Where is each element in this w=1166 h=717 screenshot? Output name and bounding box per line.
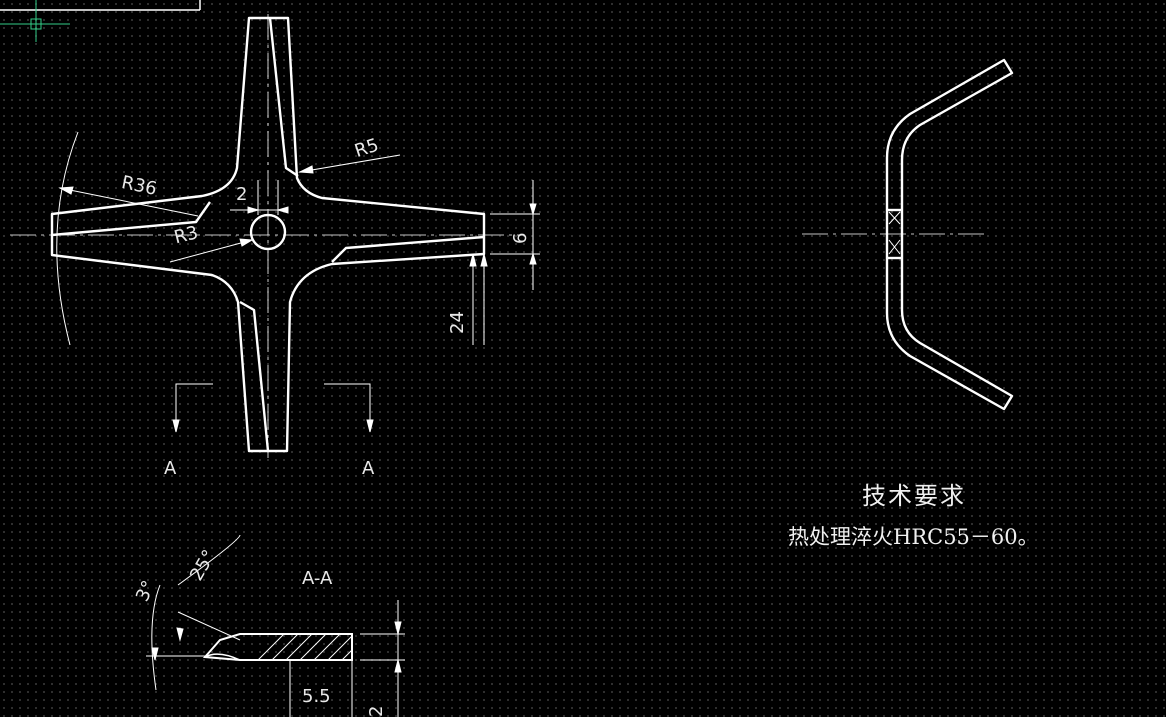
section-a-a-view bbox=[202, 633, 353, 661]
technical-requirements-title: 技术要求 bbox=[862, 482, 966, 510]
section-dimension-lines bbox=[146, 534, 405, 717]
blade-side-view bbox=[885, 58, 1014, 411]
section-mark-left: A bbox=[164, 458, 177, 479]
dim-24-label: 24 bbox=[447, 311, 468, 334]
center-lines bbox=[10, 14, 985, 458]
dim-2b-label: 2 bbox=[366, 705, 387, 717]
crosshair-cursor-icon bbox=[0, 0, 70, 42]
dim-6-label: 6 bbox=[510, 232, 531, 244]
dim-2-label: 2 bbox=[236, 184, 248, 205]
dimension-lines bbox=[56, 131, 540, 433]
section-title: A-A bbox=[302, 568, 333, 589]
dim-5-5-label: 5.5 bbox=[302, 686, 331, 707]
technical-requirements-text: 热处理淬火HRC55－60。 bbox=[788, 525, 1039, 549]
section-mark-right: A bbox=[362, 458, 375, 479]
title-block-fragment bbox=[0, 0, 201, 11]
blade-plan-view bbox=[50, 16, 486, 453]
